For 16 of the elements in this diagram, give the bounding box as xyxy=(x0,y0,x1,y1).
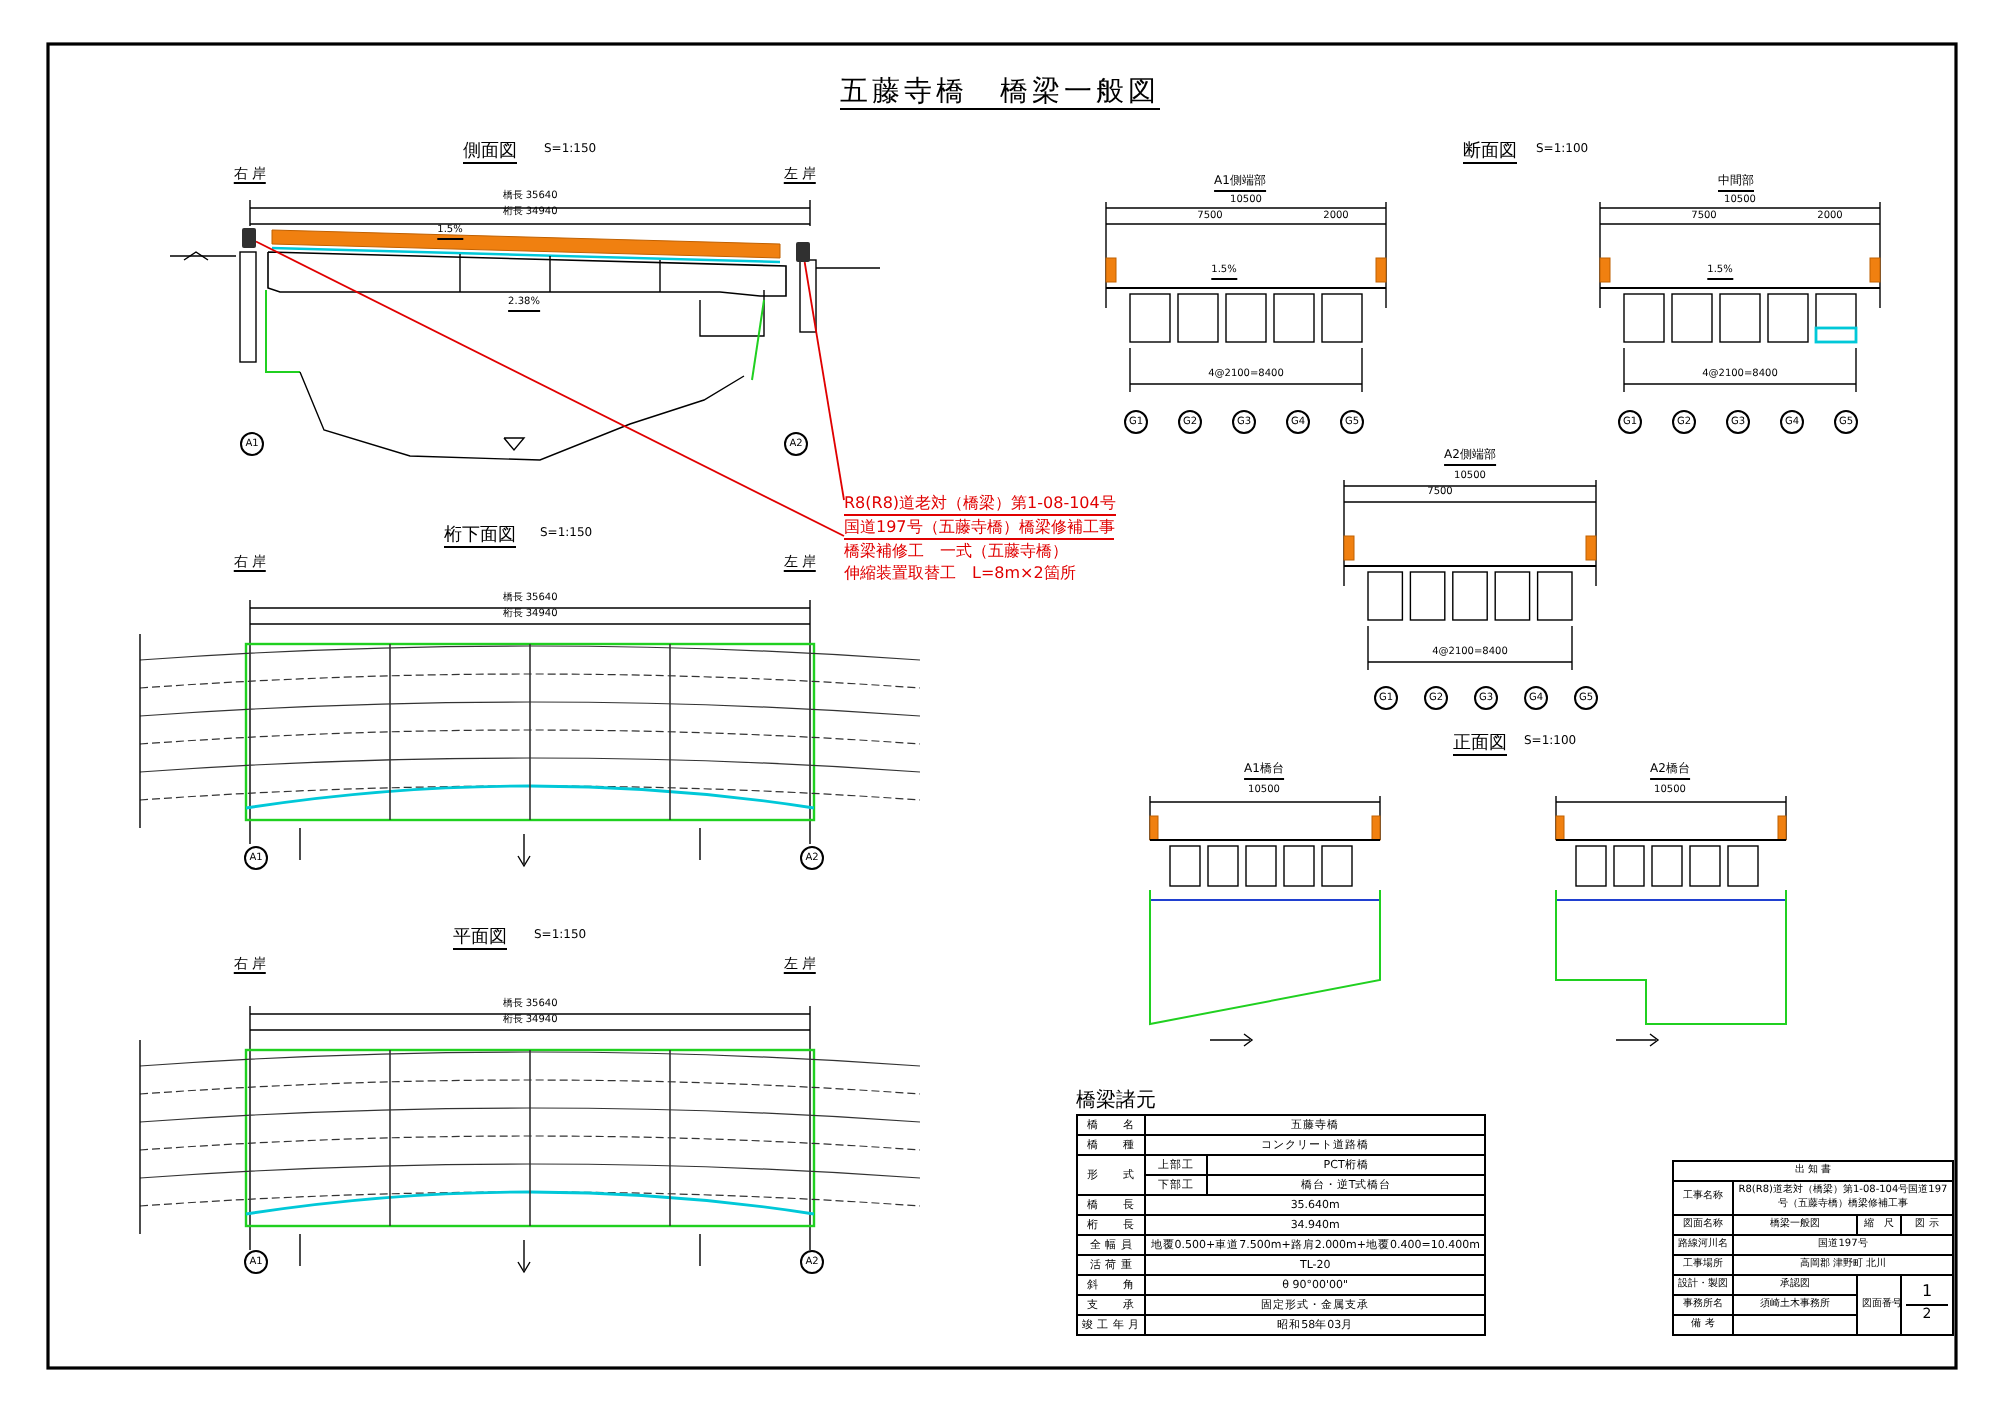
view-title: 側面図 xyxy=(463,141,517,164)
expansion-joint xyxy=(796,242,810,262)
view-title: 正面図 xyxy=(1453,733,1507,756)
leader-line xyxy=(255,240,845,537)
leader-line xyxy=(803,261,845,501)
annotation-text: R8(R8)道老対（橋梁）第1-08-104号 xyxy=(844,492,1116,516)
annotation-text: 伸縮装置取替工 L=8m×2箇所 xyxy=(844,562,1076,584)
expansion-joint xyxy=(242,228,256,248)
table-title: 橋梁諸元 xyxy=(1076,1090,1156,1115)
drawing-title: 五藤寺橋 橋梁一般図 xyxy=(840,75,1160,110)
view-title: 桁下面図 xyxy=(444,525,516,548)
view-title: 平面図 xyxy=(453,927,507,950)
annotation-text: 国道197号（五藤寺橋）橋梁修補工事 xyxy=(844,516,1115,540)
annotation-text: 橋梁補修工 一式（五藤寺橋） xyxy=(844,540,1068,562)
sheet-number: 1 xyxy=(1906,1282,1949,1307)
view-title: 断面図 xyxy=(1463,141,1517,164)
